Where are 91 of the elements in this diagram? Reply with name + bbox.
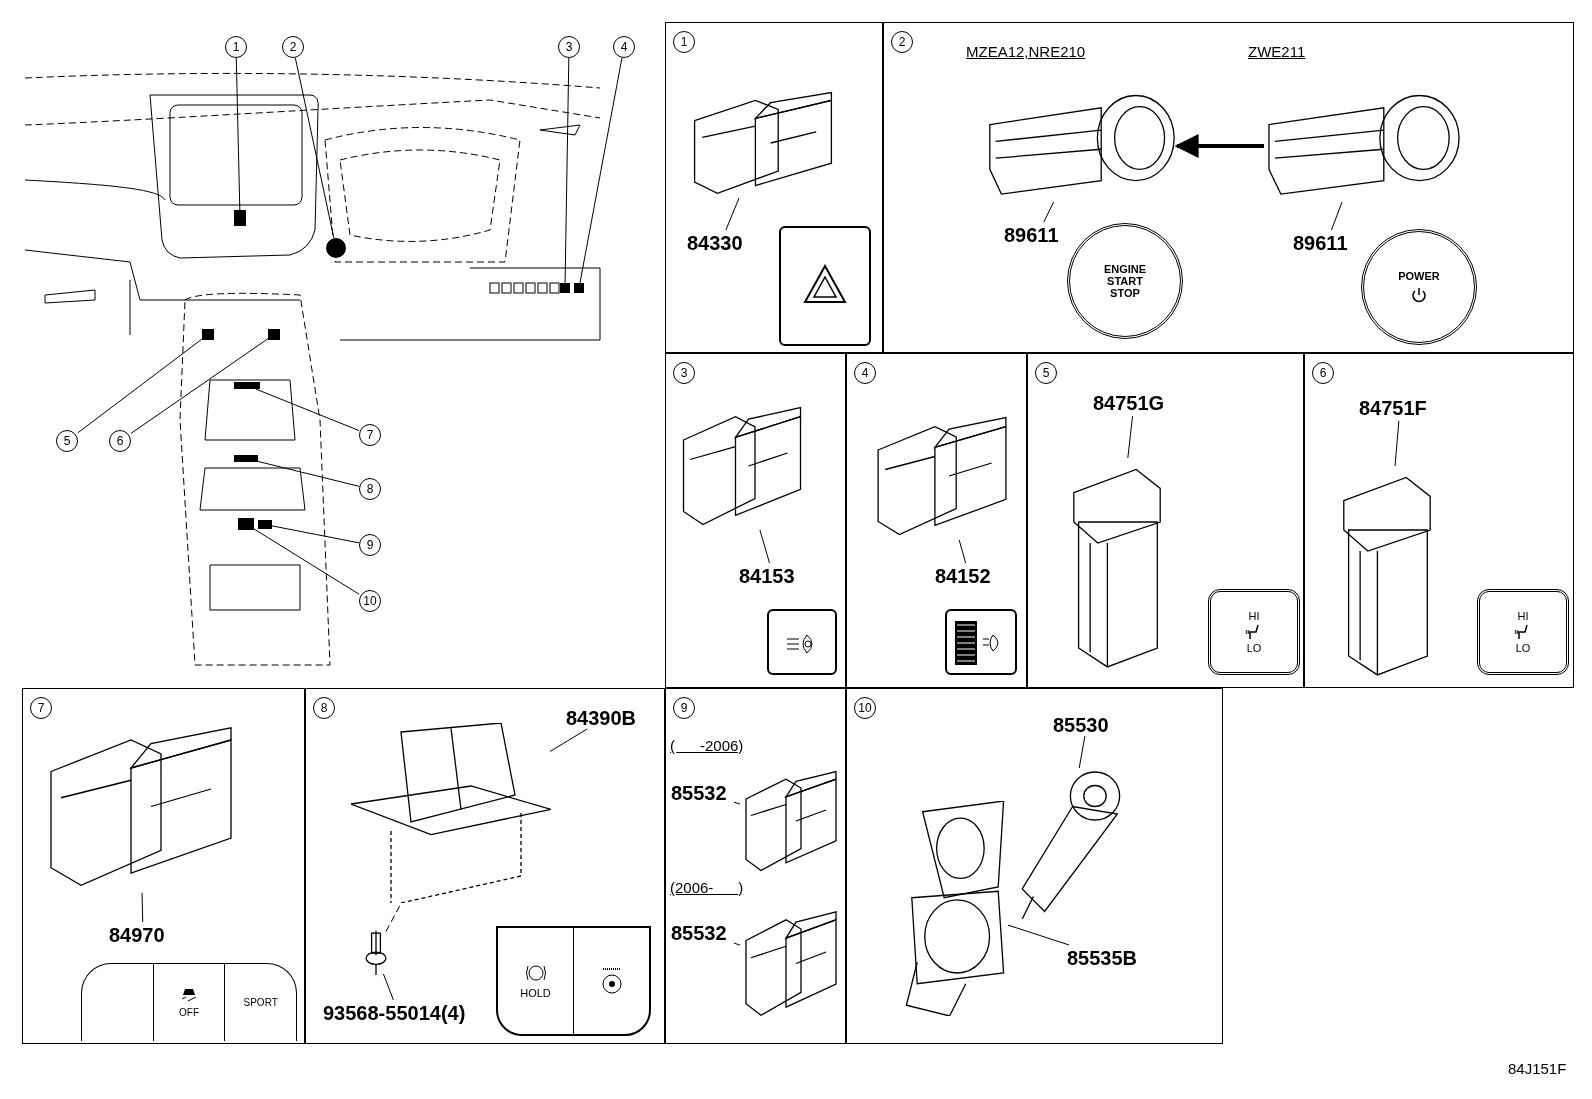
leader-line bbox=[1078, 735, 1086, 769]
leader-line bbox=[1394, 420, 1400, 467]
part-number: 84152 bbox=[935, 564, 1005, 588]
part-number: 85532 bbox=[671, 781, 735, 805]
leader-line bbox=[235, 57, 241, 211]
leader-line bbox=[958, 539, 967, 564]
switch-face bbox=[1477, 589, 1569, 675]
part-number: 84330 bbox=[687, 231, 757, 255]
callout-number: 6 bbox=[109, 430, 131, 452]
callout-number: 1 bbox=[225, 36, 247, 58]
location-marker bbox=[268, 329, 280, 340]
button-label: LO bbox=[1246, 642, 1262, 654]
leader-line bbox=[253, 528, 360, 595]
leader-line bbox=[579, 57, 623, 284]
parts-panel bbox=[883, 22, 1574, 353]
parts-panel bbox=[22, 688, 305, 1044]
part-drawing bbox=[365, 931, 387, 975]
leader-line bbox=[271, 525, 360, 544]
location-marker bbox=[238, 518, 254, 530]
leader-line bbox=[141, 892, 144, 923]
leader-line bbox=[294, 57, 335, 239]
variant-heading: (2006- ) bbox=[670, 878, 744, 898]
variant-heading: ZWE211 bbox=[1248, 42, 1306, 62]
callout-number: 3 bbox=[558, 36, 580, 58]
leader-line bbox=[759, 529, 770, 564]
button-label: SPORT bbox=[243, 996, 278, 1010]
leader-line bbox=[549, 728, 588, 752]
part-number: 84751F bbox=[1359, 396, 1443, 422]
parts-panel bbox=[665, 353, 846, 688]
parts-panel bbox=[1304, 353, 1574, 688]
part-number: 85535B bbox=[1067, 946, 1147, 970]
location-marker bbox=[234, 210, 246, 226]
parts-panel bbox=[665, 22, 883, 353]
callout-number: 10 bbox=[359, 590, 381, 612]
part-number: 85532 bbox=[671, 921, 735, 945]
part-number: 89611 bbox=[1004, 223, 1074, 247]
part-number: 93568-55014(4) bbox=[323, 1001, 475, 1025]
callout-number: 7 bbox=[359, 424, 381, 446]
leader-line bbox=[725, 197, 740, 231]
leader-line bbox=[1127, 415, 1134, 459]
location-marker bbox=[234, 455, 258, 462]
leader-line bbox=[77, 338, 203, 434]
leader-line bbox=[1043, 201, 1055, 223]
parts-panel bbox=[1027, 353, 1304, 688]
arrow bbox=[1174, 134, 1264, 158]
location-marker bbox=[234, 382, 260, 389]
switch-face bbox=[767, 609, 837, 675]
leader-line bbox=[733, 942, 741, 946]
part-number: 89611 bbox=[1293, 231, 1363, 255]
switch-face bbox=[81, 963, 297, 1041]
button-label: ENGINE START STOP bbox=[1102, 263, 1148, 299]
switch-face bbox=[1208, 589, 1300, 675]
leader-line bbox=[382, 973, 394, 1001]
callout-number: 2 bbox=[282, 36, 304, 58]
parts-panel bbox=[305, 688, 665, 1044]
leader-line bbox=[733, 801, 741, 805]
variant-heading: ( -2006) bbox=[670, 736, 744, 756]
leader-line bbox=[1331, 201, 1343, 231]
part-number: 84970 bbox=[109, 923, 179, 947]
drawing-code: 84J151F bbox=[1508, 1059, 1567, 1079]
part-number: 84153 bbox=[739, 564, 809, 588]
callout-number: 8 bbox=[359, 478, 381, 500]
button-label: HI bbox=[1517, 610, 1529, 622]
callout-number: 4 bbox=[613, 36, 635, 58]
leader-line bbox=[130, 338, 269, 434]
button-label: OFF bbox=[179, 1006, 199, 1020]
leader-line bbox=[257, 460, 360, 487]
parts-panel bbox=[665, 688, 846, 1044]
leader-line bbox=[564, 57, 570, 284]
part-drawing bbox=[351, 723, 551, 903]
location-marker bbox=[258, 520, 272, 529]
callout-number: 5 bbox=[56, 430, 78, 452]
part-number: 85530 bbox=[1053, 713, 1123, 737]
leader-line bbox=[1007, 924, 1070, 946]
callout-number: 9 bbox=[359, 534, 381, 556]
switch-face bbox=[779, 226, 871, 346]
switch-face bbox=[945, 609, 1017, 675]
part-number: 84751G bbox=[1093, 391, 1177, 417]
part-number: 84390B bbox=[566, 706, 650, 730]
button-label: HOLD bbox=[520, 985, 551, 1001]
button-label: POWER bbox=[1397, 270, 1441, 282]
switch-face bbox=[496, 926, 651, 1036]
location-marker bbox=[560, 283, 570, 293]
parts-panel bbox=[846, 353, 1027, 688]
parts-panel bbox=[846, 688, 1223, 1044]
location-marker bbox=[574, 283, 584, 293]
button-label: LO bbox=[1515, 642, 1531, 654]
variant-heading: MZEA12,NRE210 bbox=[966, 42, 1086, 62]
location-marker bbox=[202, 329, 214, 340]
button-label: HI bbox=[1248, 610, 1260, 622]
leader-line bbox=[255, 388, 360, 432]
